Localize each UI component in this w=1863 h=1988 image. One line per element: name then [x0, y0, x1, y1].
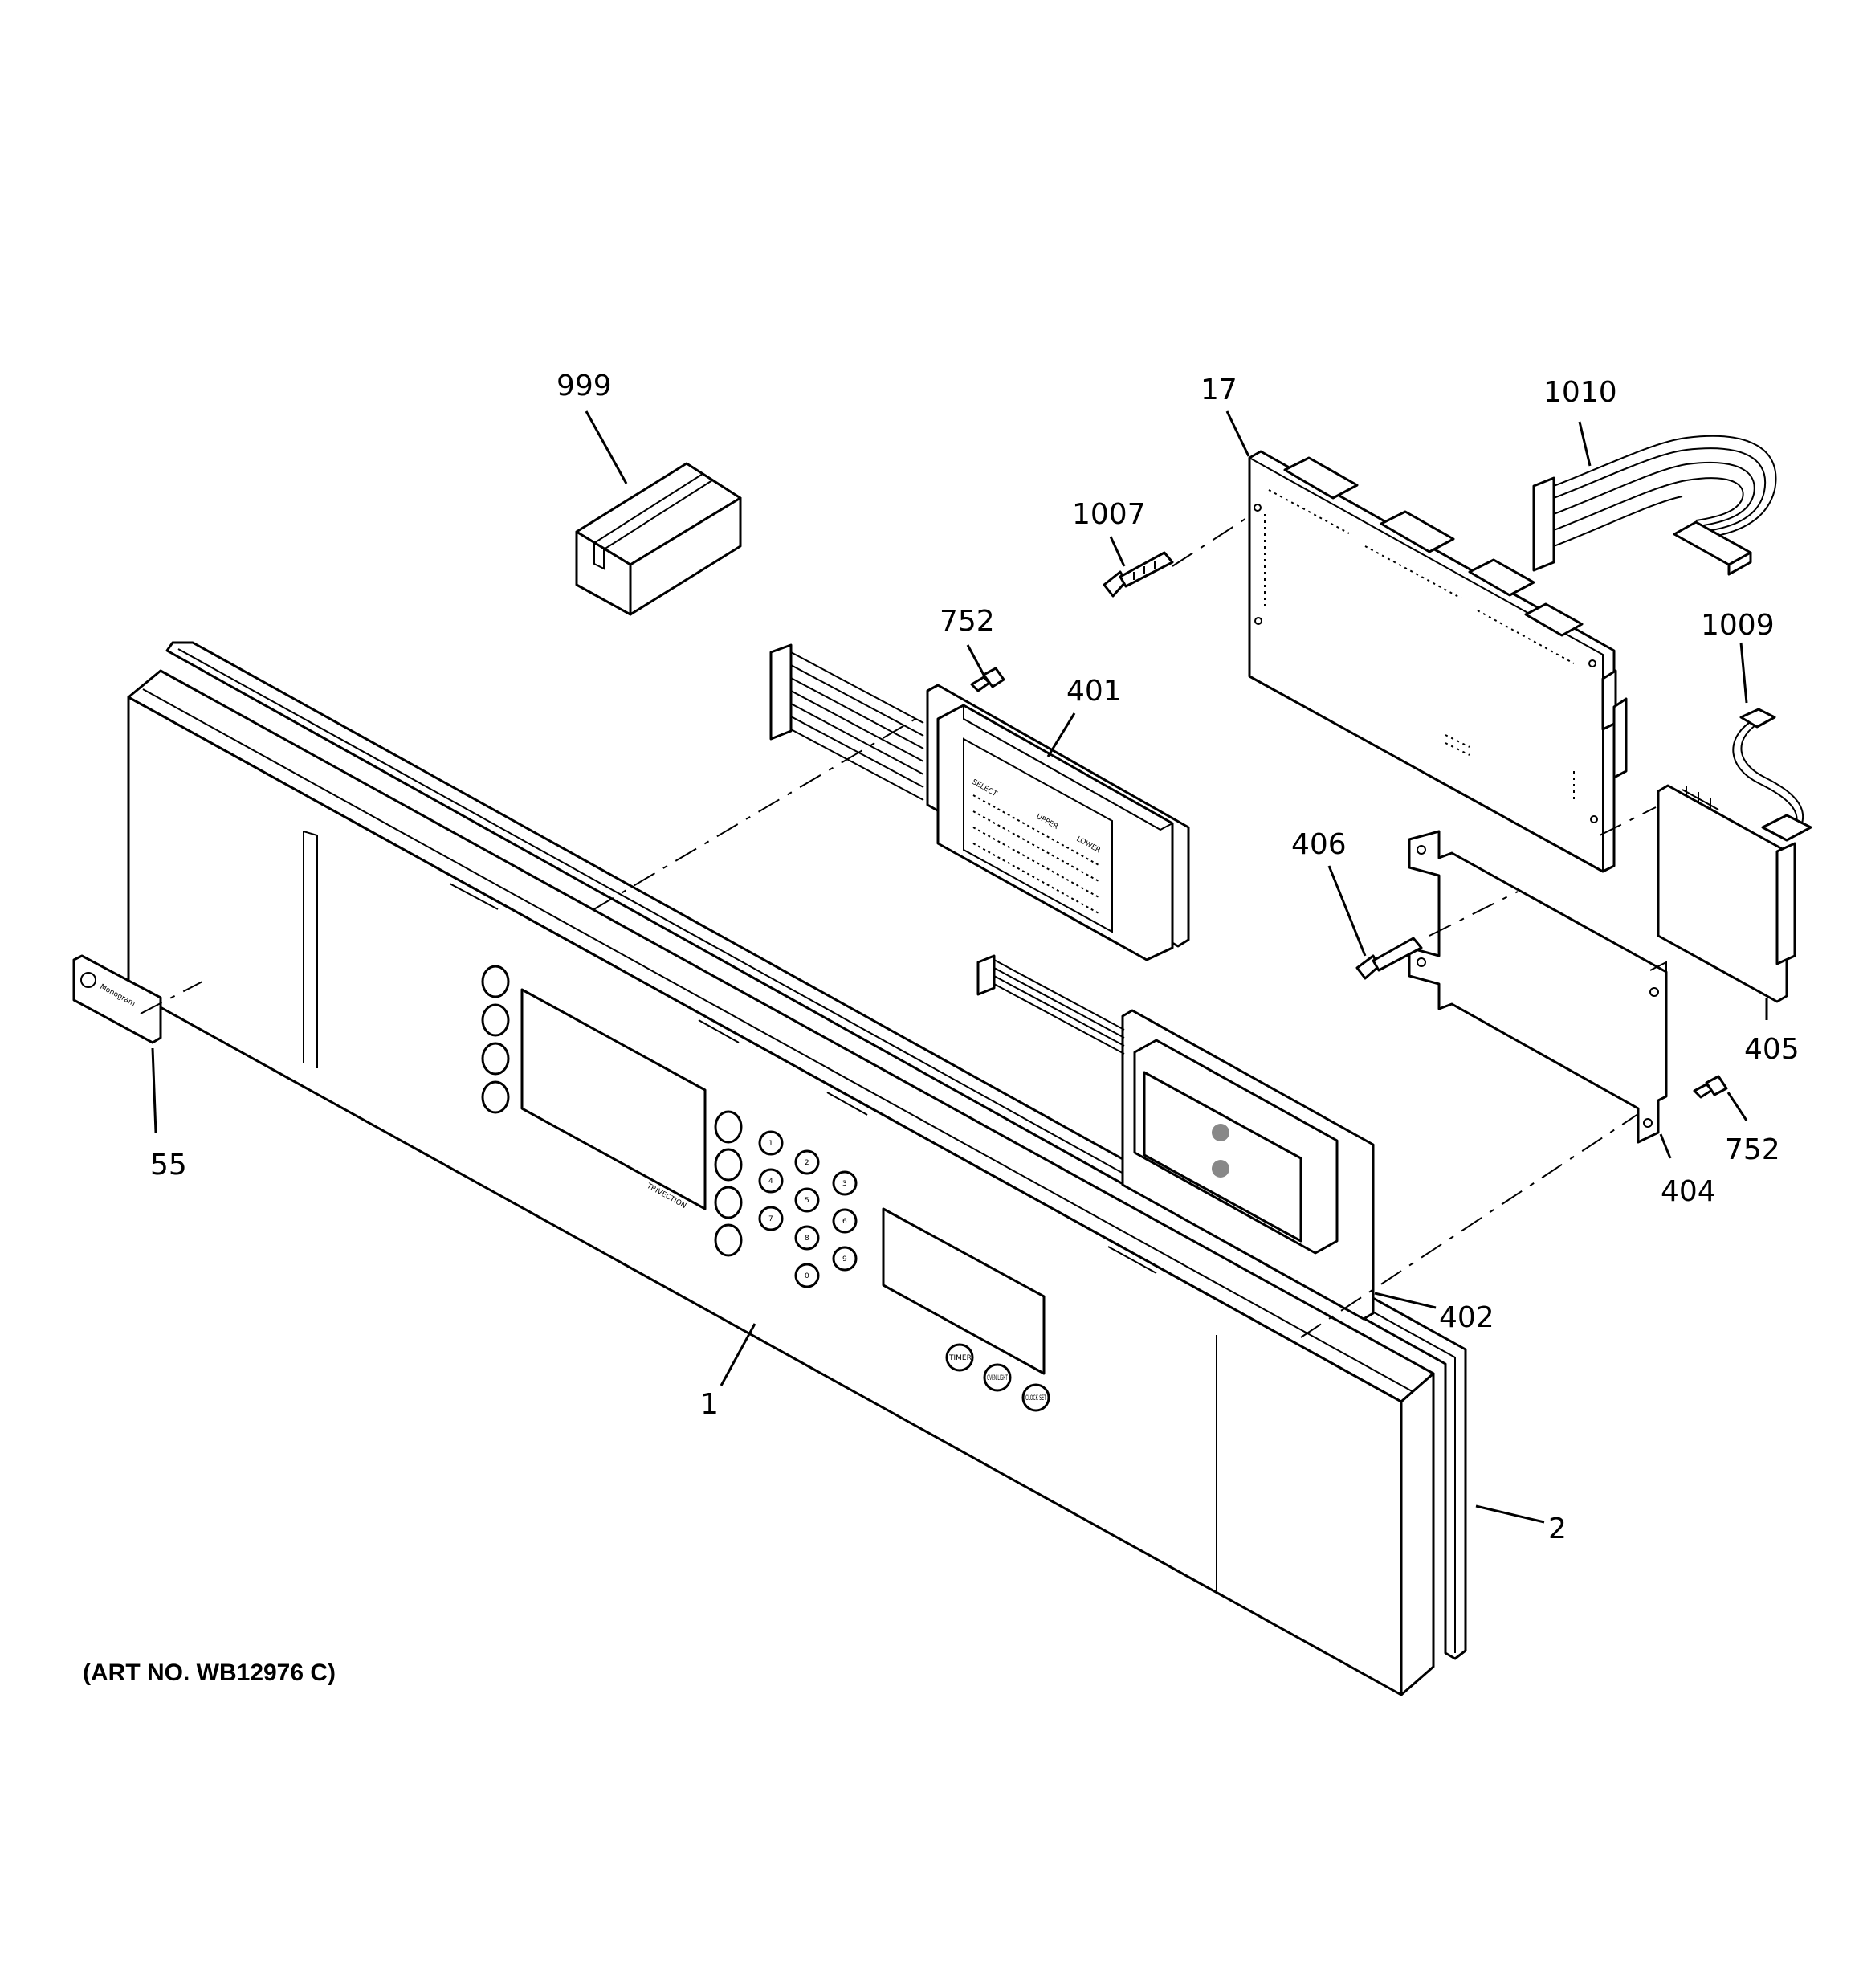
part-405-board[interactable] — [1657, 784, 1796, 1003]
key-7[interactable]: 7 — [768, 1215, 773, 1223]
part-999-box[interactable] — [575, 462, 742, 616]
callout-404: 404 — [1661, 1175, 1716, 1208]
callout-401: 401 — [1066, 675, 1122, 708]
number-keypad[interactable]: 1 2 3 4 5 6 7 8 9 0 — [758, 1130, 858, 1288]
key-1[interactable]: 1 — [768, 1140, 773, 1148]
key-0[interactable]: 0 — [805, 1272, 809, 1280]
badge-mount-line — [140, 981, 203, 1014]
part-752-screw-right[interactable] — [1693, 1075, 1728, 1099]
right-function-buttons[interactable] — [714, 1110, 743, 1257]
left-function-buttons[interactable] — [481, 965, 510, 1114]
key-8[interactable]: 8 — [805, 1235, 809, 1243]
callout-1007: 1007 — [1072, 498, 1146, 531]
callout-406: 406 — [1291, 828, 1347, 861]
callout-1: 1 — [700, 1388, 719, 1421]
timer-button[interactable]: TIMER — [945, 1343, 974, 1372]
board-401-mount-line — [592, 718, 916, 911]
part-55-badge[interactable]: Monogram — [72, 954, 162, 1044]
callout-752-right: 752 — [1725, 1133, 1780, 1166]
svg-text:OVEN LIGHT: OVEN LIGHT — [987, 1374, 1008, 1382]
key-5[interactable]: 5 — [805, 1197, 809, 1205]
part-401-keypad-board[interactable]: SELECT UPPER LOWER — [926, 684, 1190, 961]
callout-402: 402 — [1439, 1301, 1494, 1334]
board-402-ribbon-cable — [976, 954, 1125, 1055]
svg-text:CLOCK SET: CLOCK SET — [1025, 1394, 1046, 1402]
key-2[interactable]: 2 — [805, 1159, 809, 1167]
part-1010-ribbon-harness[interactable] — [1532, 435, 1777, 576]
part-17-control-board[interactable] — [1248, 450, 1628, 873]
key-6[interactable]: 6 — [842, 1218, 847, 1226]
callout-999: 999 — [556, 369, 612, 402]
callout-17: 17 — [1201, 374, 1237, 406]
part-404-bracket[interactable] — [1408, 830, 1668, 1144]
key-4[interactable]: 4 — [768, 1178, 773, 1186]
key-9[interactable]: 9 — [842, 1255, 847, 1263]
part-1009-small-harness[interactable] — [1732, 708, 1812, 842]
callout-2: 2 — [1548, 1512, 1567, 1545]
part-1-control-panel[interactable]: TRIVECTION 1 2 3 4 5 6 7 8 9 0 TIMER OVE… — [127, 669, 1435, 1696]
board-17-mount-line — [1172, 513, 1254, 567]
part-1007-standoff[interactable] — [1103, 551, 1174, 598]
callout-752-top: 752 — [940, 605, 995, 638]
part-752-screw-top[interactable] — [970, 667, 1005, 692]
standoff-406-line — [1429, 891, 1519, 937]
part-406-standoff[interactable] — [1355, 937, 1423, 980]
callout-labels: 999 17 1010 1007 752 401 1009 406 405 55… — [150, 369, 1800, 1545]
oven-light-button[interactable]: OVEN LIGHT — [983, 1363, 1012, 1392]
part-2-gasket[interactable] — [165, 641, 1467, 1660]
board-405-mount-line — [1599, 806, 1657, 836]
svg-text:TIMER: TIMER — [948, 1354, 972, 1362]
callout-55: 55 — [150, 1149, 187, 1182]
clock-button[interactable]: CLOCK SET — [1021, 1383, 1050, 1412]
callout-1010: 1010 — [1543, 376, 1617, 409]
callout-1009: 1009 — [1701, 609, 1775, 642]
board-401-ribbon-cable — [769, 643, 924, 801]
leader-lines — [151, 410, 1768, 1524]
callout-405: 405 — [1744, 1033, 1800, 1066]
key-3[interactable]: 3 — [842, 1180, 847, 1188]
art-number: (ART NO. WB12976 C) — [83, 1659, 336, 1686]
part-402-display-board[interactable]: 888 888 88:88 88:88 — [1121, 1009, 1375, 1321]
board-402-mount-line — [1300, 1104, 1653, 1338]
